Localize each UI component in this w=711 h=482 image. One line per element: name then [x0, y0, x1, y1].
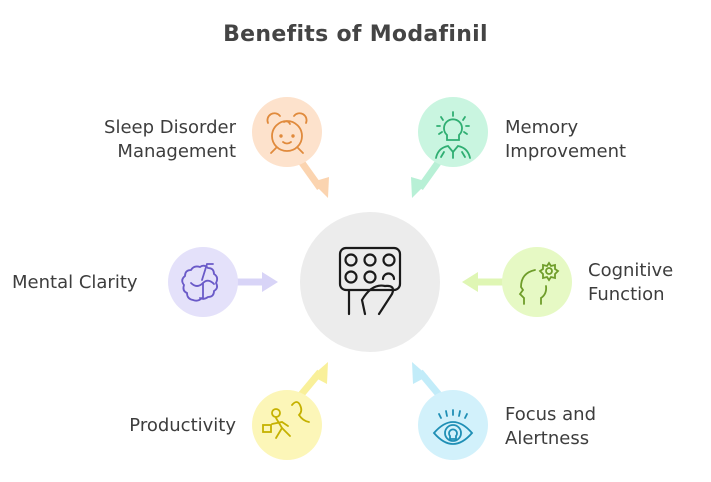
center-node [300, 212, 440, 352]
arrow-focus [412, 362, 443, 399]
arrow-cognitive [462, 272, 504, 292]
diagram-title: Benefits of Modafinil [223, 22, 488, 47]
running-person-icon [262, 401, 310, 439]
arrow-memory [411, 157, 443, 198]
eye-lightbulb-icon [432, 409, 474, 445]
arrow-mental-clarity [236, 272, 278, 292]
arrow-productivity [297, 362, 328, 399]
node-sleep-disorder [252, 97, 322, 167]
label-cognitive: Cognitive Function [588, 260, 674, 305]
node-mental-clarity [168, 247, 238, 317]
node-productivity [252, 390, 322, 460]
node-focus-alertness [418, 390, 488, 460]
node-cognitive-function [502, 247, 572, 317]
label-mental-clarity: Mental Clarity [12, 272, 138, 293]
alarm-clock-face-icon [266, 112, 308, 154]
head-gear-icon [518, 261, 560, 305]
label-memory: Memory Improvement [505, 117, 627, 162]
node-memory [418, 97, 488, 167]
brain-icon [181, 263, 219, 302]
lightbulb-person-icon [435, 111, 471, 159]
label-sleep-disorder: Sleep Disorder Management [104, 117, 236, 162]
label-focus: Focus and Alertness [505, 404, 596, 449]
pill-blister-pack-hand-icon [338, 246, 402, 316]
label-productivity: Productivity [129, 415, 236, 436]
arrow-sleep [297, 157, 329, 198]
